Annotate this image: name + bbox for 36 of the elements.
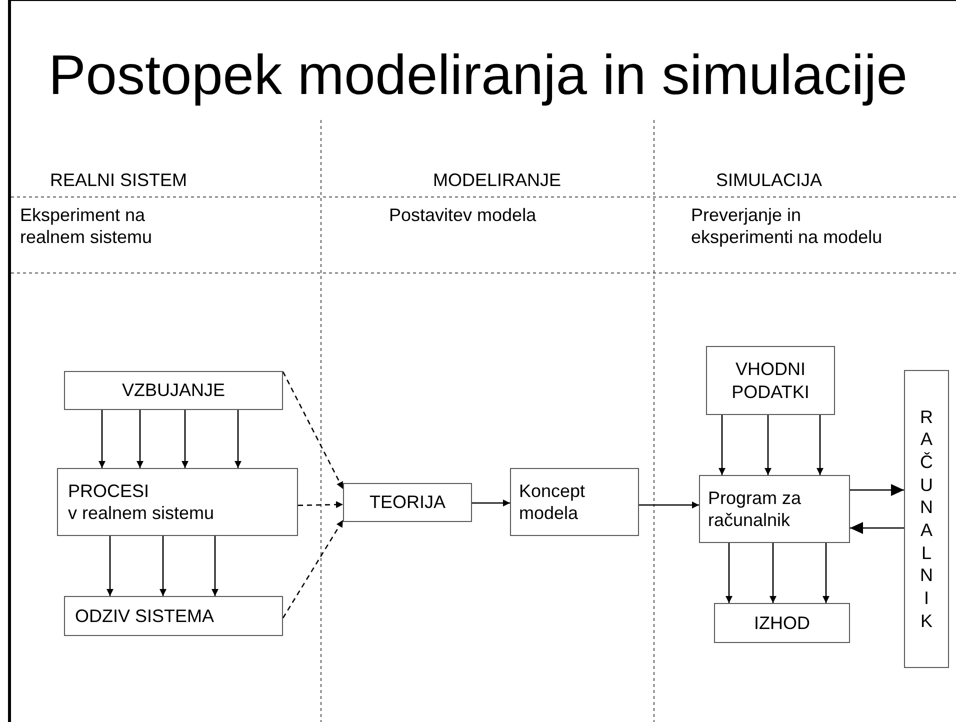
arrow [98,410,106,468]
arrow [136,410,144,468]
arrow [770,543,776,603]
column-heading: SIMULACIJA [716,170,824,192]
arrow [298,501,344,508]
process-box: VHODNI PODATKI [706,346,835,415]
process-box: VZBUJANJE [64,371,283,410]
process-box: Koncept modela [510,468,639,536]
arrow [282,371,344,490]
arrow [282,520,344,618]
computer-box: RAČUNALNIK [904,370,949,668]
process-box: IZHOD [714,603,850,643]
process-box: ODZIV SISTEMA [64,596,283,636]
arrow [212,536,218,596]
arrow [718,415,726,475]
arrow [850,522,904,534]
column-description: Preverjanje in eksperimenti na modelu [691,205,884,248]
column-description: Eksperiment na realnem sistemu [20,205,154,248]
arrow [726,543,732,603]
arrow [639,502,699,508]
column-heading: MODELIRANJE [433,170,562,192]
column-heading: REALNI SISTEM [50,170,188,192]
arrow [182,410,188,468]
arrow [106,536,114,596]
arrow [850,484,904,496]
arrow [234,410,242,468]
process-box: Program za računalnik [699,475,850,543]
arrow [822,543,830,603]
arrow [160,536,166,596]
column-description: Postavitev modela [389,205,538,227]
arrow [472,500,510,506]
slide-title: Postopek modeliranja in simulacije [47,42,909,107]
process-box: TEORIJA [343,483,472,522]
arrow [816,415,824,475]
process-box: PROCESI v realnem sistemu [57,468,298,536]
arrow [764,415,772,475]
